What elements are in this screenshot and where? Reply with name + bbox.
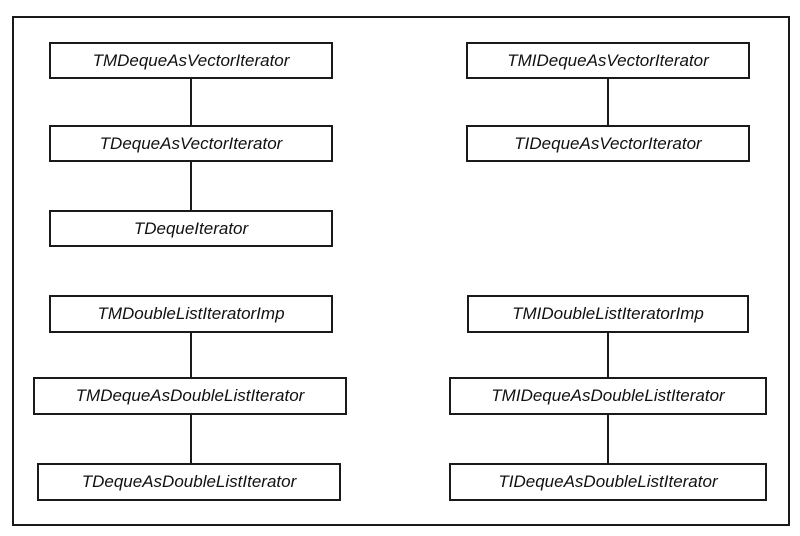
node-tmdoublelistiteratorimp: TMDoubleListIteratorImp bbox=[49, 295, 333, 333]
node-tdequeasdoublelistiterator: TDequeAsDoubleListIterator bbox=[37, 463, 341, 501]
edge-left-bottom-2 bbox=[190, 415, 192, 463]
node-tmidequeasdoublelistiterator: TMIDequeAsDoubleListIterator bbox=[449, 377, 767, 415]
node-tmidoublelistiteratorimp: TMIDoubleListIteratorImp bbox=[467, 295, 749, 333]
edge-left-top-1 bbox=[190, 79, 192, 125]
node-tmdequeasvectoriterator: TMDequeAsVectorIterator bbox=[49, 42, 333, 79]
node-tidequeasdoublelistiterator: TIDequeAsDoubleListIterator bbox=[449, 463, 767, 501]
node-tmidequeasvectoriterator: TMIDequeAsVectorIterator bbox=[466, 42, 750, 79]
edge-right-bottom-2 bbox=[607, 415, 609, 463]
edge-left-bottom-1 bbox=[190, 333, 192, 377]
diagram-frame bbox=[12, 16, 790, 526]
edge-right-bottom-1 bbox=[607, 333, 609, 377]
node-tidequeasvectoriterator: TIDequeAsVectorIterator bbox=[466, 125, 750, 162]
edge-left-top-2 bbox=[190, 162, 192, 210]
node-tdequeiterator: TDequeIterator bbox=[49, 210, 333, 247]
node-tmdequeasdoublelistiterator: TMDequeAsDoubleListIterator bbox=[33, 377, 347, 415]
node-tdequeasvectoriterator: TDequeAsVectorIterator bbox=[49, 125, 333, 162]
edge-right-top-1 bbox=[607, 79, 609, 125]
